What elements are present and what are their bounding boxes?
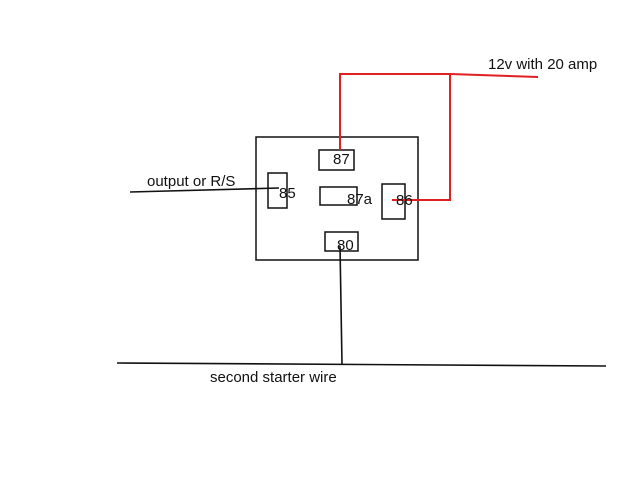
pin-80-label: 80	[337, 237, 354, 254]
pin-86-label: 86	[396, 192, 413, 209]
starter-wire	[116, 362, 607, 367]
pin-87-label: 87	[333, 151, 350, 168]
pin-80-drop-wire	[339, 245, 343, 365]
starter-label: second starter wire	[210, 369, 337, 386]
pin-85-box	[267, 172, 288, 209]
pin-87a-label: 87a	[347, 191, 373, 208]
pin-80-box	[324, 231, 359, 252]
output-label: output or R/S	[147, 173, 236, 190]
pin-86-box	[381, 183, 406, 220]
pin-87a-box	[319, 186, 358, 206]
relay-body	[255, 136, 419, 261]
signal-wires	[116, 187, 607, 367]
output-wire	[129, 187, 280, 193]
pin-87-box	[318, 149, 355, 171]
power-wire	[339, 73, 539, 201]
power-label: 12v with 20 amp	[488, 56, 598, 73]
pin-85-label: 85	[279, 185, 296, 202]
